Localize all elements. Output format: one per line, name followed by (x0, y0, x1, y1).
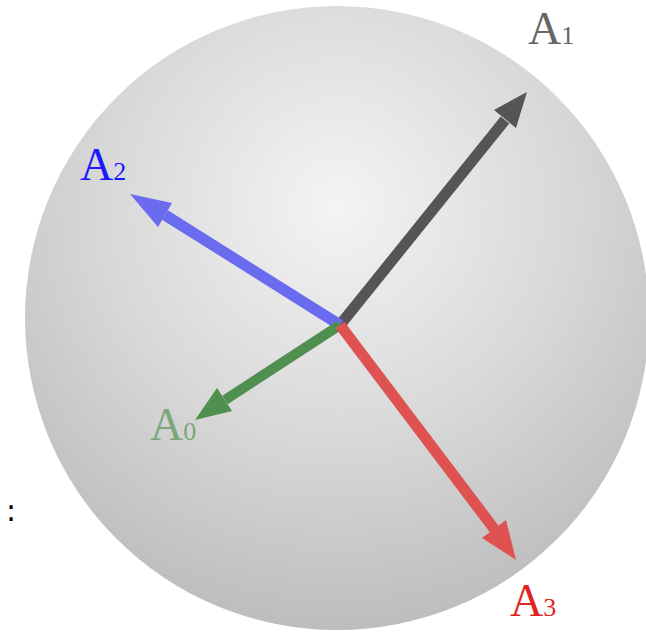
vector-a2 (130, 194, 340, 325)
vector-a1 (340, 92, 527, 325)
vector-label: A1 (528, 6, 574, 52)
vector-a3 (340, 325, 516, 560)
sphere (25, 6, 646, 630)
vector-label: A0 (150, 402, 196, 448)
vector-label: A3 (510, 578, 556, 624)
punctuation-mark: : (6, 496, 16, 526)
vector-a0 (195, 325, 340, 420)
vector-label: A2 (80, 142, 126, 188)
